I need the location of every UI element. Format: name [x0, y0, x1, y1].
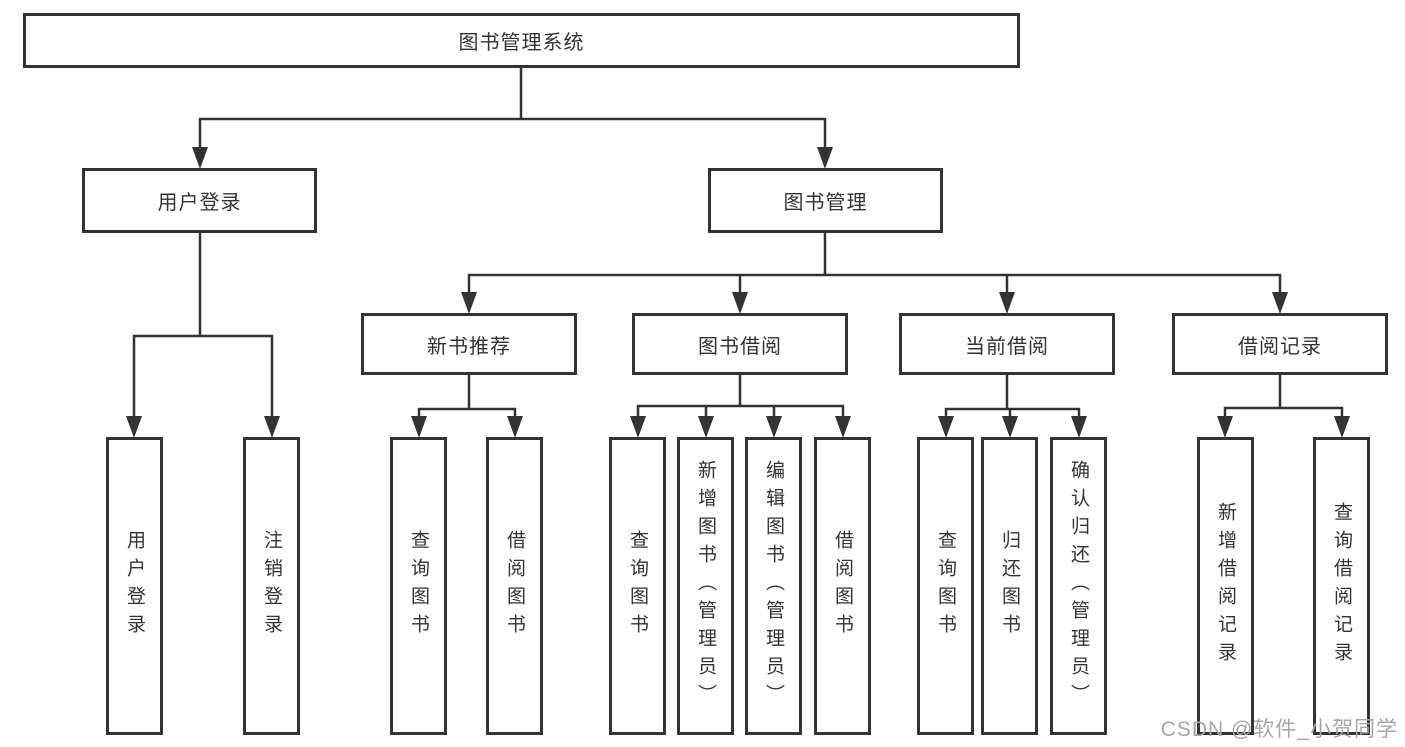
connector-current-borrow-children: [938, 375, 1087, 438]
connector-root-children: [192, 68, 833, 169]
leaf-bb-query-book: 查询图书: [609, 437, 666, 735]
leaf-nb-borrow-book: 借阅图书: [486, 437, 543, 735]
leaf-br-query-record: 查询借阅记录: [1313, 437, 1370, 735]
connector-book-management-children: [461, 233, 1288, 314]
node-current-borrow: 当前借阅: [899, 313, 1115, 375]
node-book-management: 图书管理: [708, 168, 943, 233]
leaf-cb-return-book: 归还图书: [981, 437, 1038, 735]
node-new-book-recommend: 新书推荐: [361, 313, 577, 375]
watermark: CSDN @软件_小贺同学: [1160, 718, 1398, 741]
leaf-bb-add-book-admin: 新增图书（管理员）: [677, 437, 734, 735]
connector-borrow-record-children: [1217, 375, 1350, 438]
node-borrow-record: 借阅记录: [1172, 313, 1388, 375]
node-user-login: 用户登录: [82, 168, 317, 233]
leaf-cb-confirm-return-admin: 确认归还（管理员）: [1050, 437, 1107, 735]
leaf-bb-borrow-book: 借阅图书: [814, 437, 871, 735]
connector-user-login-children: [126, 233, 280, 438]
connector-new-book-children: [411, 375, 523, 438]
leaf-user-login: 用户登录: [106, 437, 163, 735]
leaf-logout: 注销登录: [243, 437, 300, 735]
leaf-br-add-record: 新增借阅记录: [1197, 437, 1254, 735]
leaf-bb-edit-book-admin: 编辑图书（管理员）: [745, 437, 802, 735]
connector-book-borrow-children: [630, 375, 851, 438]
node-root: 图书管理系统: [23, 13, 1020, 68]
leaf-nb-query-book: 查询图书: [390, 437, 447, 735]
leaf-cb-query-book: 查询图书: [917, 437, 974, 735]
node-book-borrow: 图书借阅: [632, 313, 848, 375]
